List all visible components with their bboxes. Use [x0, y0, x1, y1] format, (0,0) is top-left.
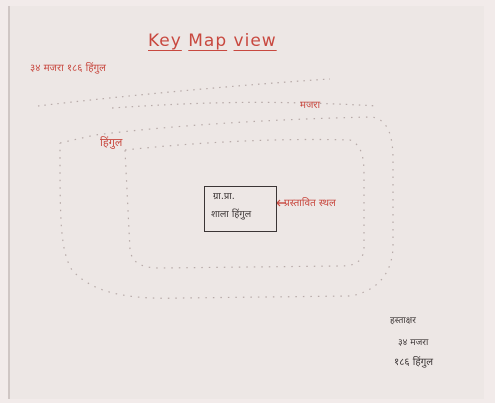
map-title-map: Map [188, 31, 228, 51]
school-box-line2: शाला हिंगुल [211, 209, 252, 220]
proposed-site-label: प्रस्तावित स्थल [284, 198, 336, 209]
signature-line2: ३४ मजरा [398, 338, 429, 348]
sub-header: ३४ मजरा १८६ हिंगुल [30, 63, 106, 74]
paper-sheet [8, 6, 484, 399]
village-label-top-right: मजरा [300, 100, 321, 111]
map-title: Key Map view [148, 33, 277, 50]
village-label-left: हिंगुल [100, 136, 123, 149]
arrow-head [276, 199, 281, 207]
map-title-key: Key [148, 31, 182, 51]
map-title-view: view [233, 31, 277, 51]
school-box [204, 186, 277, 232]
signature-line1: हस्ताक्षर [390, 316, 416, 326]
dotted-road-inner [111, 101, 379, 109]
signature-line3: १८६ हिंगुल [394, 357, 434, 368]
dotted-road-outer [37, 78, 331, 107]
school-box-line1: ग्रा.प्रा. [213, 191, 235, 202]
